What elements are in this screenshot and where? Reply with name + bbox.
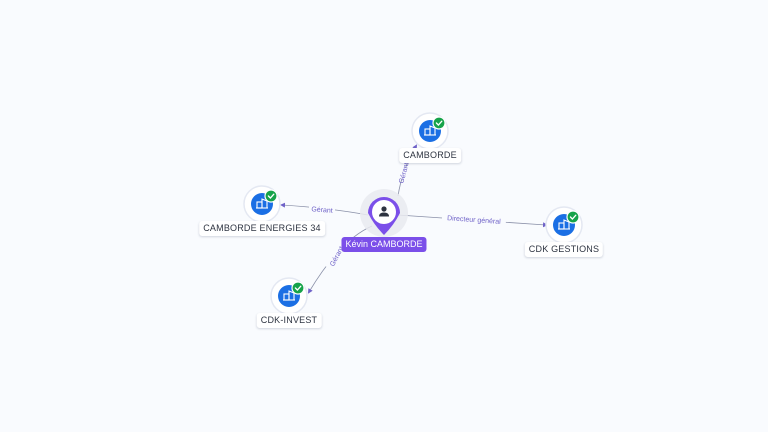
company-label-camborde-energies-34[interactable]: CAMBORDE ENERGIES 34 (199, 221, 325, 236)
person-icon (379, 206, 389, 217)
person-label[interactable]: Kévin CAMBORDE (341, 237, 427, 252)
verified-check-icon (264, 189, 278, 203)
verified-check-icon (566, 210, 580, 224)
company-node-cdk-gestions[interactable] (545, 206, 583, 244)
company-label-cdk-gestions[interactable]: CDK GESTIONS (524, 242, 604, 257)
verified-check-icon (291, 281, 305, 295)
company-node-camborde[interactable] (411, 112, 449, 150)
company-label-cdk-invest[interactable]: CDK-INVEST (256, 313, 322, 328)
edges (280, 144, 548, 294)
verified-check-icon (432, 116, 446, 130)
company-node-camborde-energies-34[interactable] (243, 185, 281, 223)
person-node[interactable] (360, 189, 408, 237)
company-label-camborde[interactable]: CAMBORDE (399, 148, 461, 163)
edge-label-camborde-energies-34: Gérant (311, 206, 333, 214)
edge-label-cdk-gestions: Directeur général (447, 215, 501, 226)
company-node-cdk-invest[interactable] (270, 277, 308, 315)
